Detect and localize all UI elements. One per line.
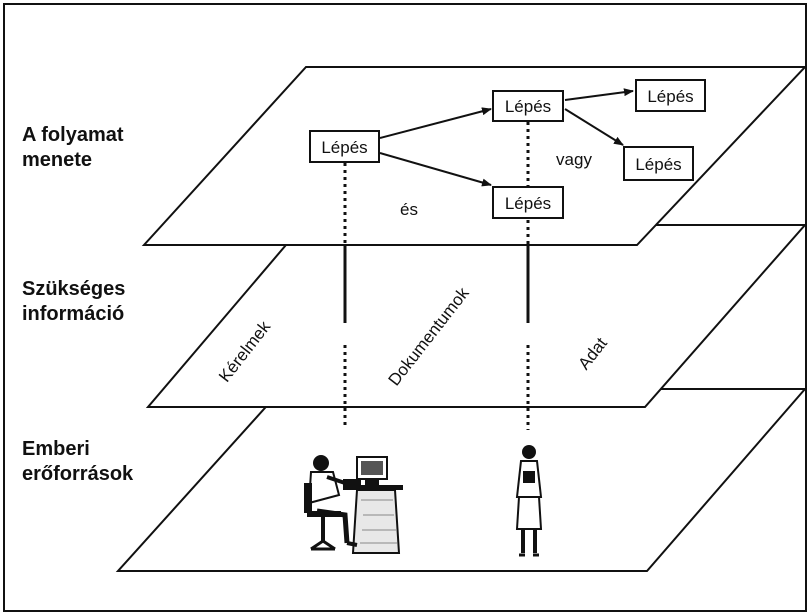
step-upper: Lépés [493,91,563,121]
step-start: Lépés [310,131,379,162]
step-far-right-upper-label: Lépés [647,87,693,106]
step-far-right-upper: Lépés [636,80,705,111]
or-label: vagy [556,150,592,169]
layer-label-process-line1: A folyamat [22,123,124,148]
diagram-frame: Lépés Lépés Lépés Lépés Lépés és vagy Ké… [3,3,807,612]
information-plane [148,225,805,407]
step-upper-label: Lépés [505,97,551,116]
layer-label-information: Szükséges információ [22,277,125,327]
step-lower-label: Lépés [505,194,551,213]
step-far-right-lower-label: Lépés [635,155,681,174]
layer-label-human-resources: Emberi erőforrások [22,437,133,487]
human-resources-plane [118,389,805,571]
layer-label-human-resources-line2: erőforrások [22,462,133,487]
step-start-label: Lépés [321,138,367,157]
layer-label-process: A folyamat menete [22,123,124,173]
layer-label-information-line1: Szükséges [22,277,125,302]
step-lower: Lépés [493,187,563,218]
and-label: és [400,200,418,219]
layer-label-process-line2: menete [22,148,124,173]
step-far-right-lower: Lépés [624,147,693,180]
layer-label-human-resources-line1: Emberi [22,437,133,462]
layer-label-information-line2: információ [22,302,125,327]
